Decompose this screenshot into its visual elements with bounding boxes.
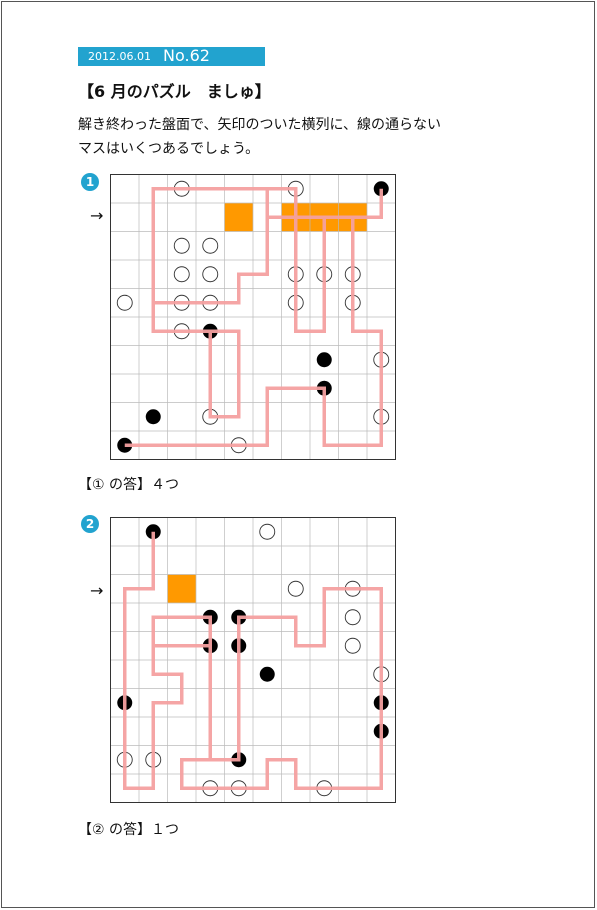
white-circle bbox=[173, 237, 190, 254]
white-circle bbox=[344, 637, 361, 654]
white-circle bbox=[202, 237, 219, 254]
row-arrow-icon: → bbox=[90, 581, 104, 600]
white-circle bbox=[259, 523, 276, 540]
white-circle bbox=[344, 609, 361, 626]
white-circle bbox=[202, 266, 219, 283]
white-circle bbox=[116, 294, 133, 311]
puzzle-board-2 bbox=[110, 517, 396, 803]
black-circle bbox=[259, 666, 275, 682]
puzzle-number-2: 2 bbox=[81, 515, 99, 533]
description-line-2: マスはいくつあるでしょう。 bbox=[78, 141, 260, 157]
board-border bbox=[110, 517, 396, 803]
issue-date: 2012.06.01 bbox=[88, 50, 151, 63]
white-circle bbox=[173, 266, 190, 283]
page-title: 【6 月のパズル ましゅ】 bbox=[78, 82, 271, 101]
board-border bbox=[110, 174, 396, 460]
puzzle-number-1: 1 bbox=[81, 173, 99, 191]
black-circle bbox=[145, 409, 161, 425]
highlighted-cell bbox=[167, 574, 196, 603]
issue-badge: 2012.06.01 No.62 bbox=[78, 46, 265, 66]
answer-2: 【② の答】１つ bbox=[78, 822, 180, 838]
row-arrow-icon: → bbox=[90, 206, 104, 225]
solution-path bbox=[123, 531, 383, 790]
highlighted-cell bbox=[224, 203, 253, 232]
issue-number: No.62 bbox=[163, 46, 210, 65]
puzzle-board-1 bbox=[110, 174, 396, 460]
black-circle bbox=[316, 352, 332, 368]
white-circle bbox=[287, 580, 304, 597]
description-line-1: 解き終わった盤面で、矢印のついた横列に、線の通らない bbox=[78, 117, 442, 133]
solution-path bbox=[124, 187, 383, 447]
answer-1: 【① の答】４つ bbox=[78, 477, 180, 493]
